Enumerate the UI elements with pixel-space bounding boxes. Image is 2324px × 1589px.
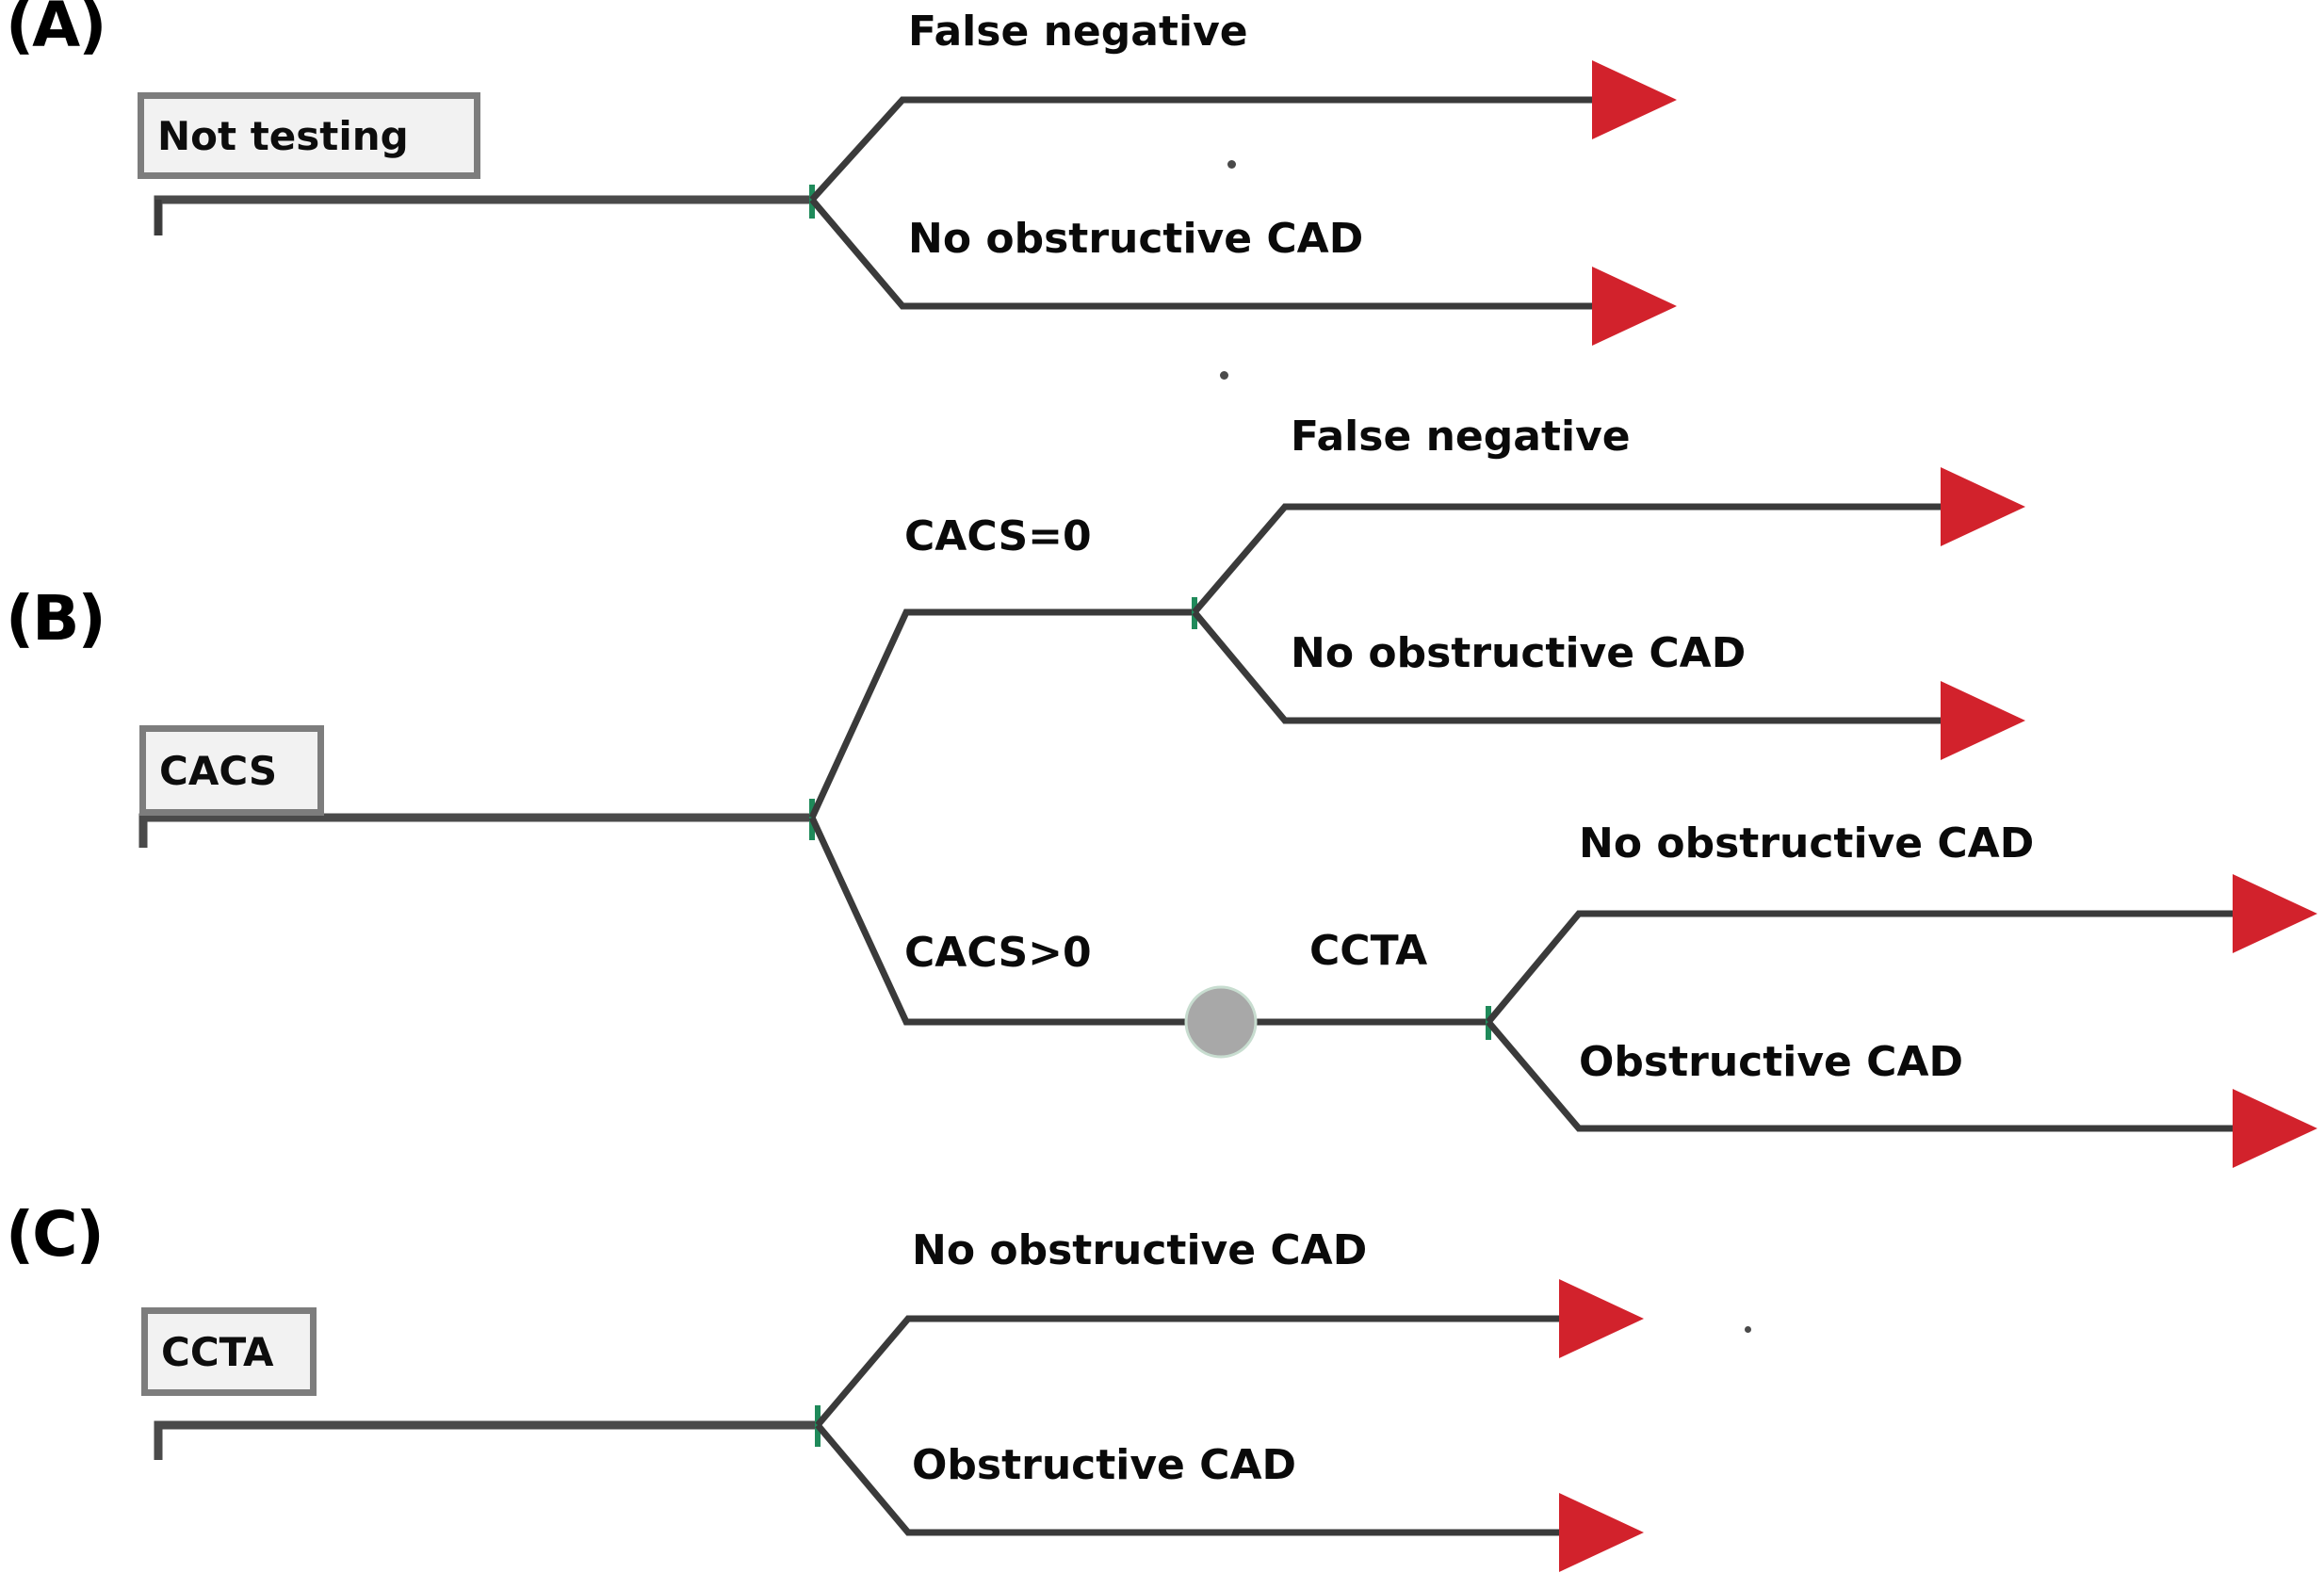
branch-label-b-no-obstructive-cad-bottom: No obstructive CAD (1579, 819, 2035, 867)
panel-a-root-edge (154, 195, 812, 235)
decision-node-ccta-label: CCTA (161, 1328, 274, 1375)
branch-label-b-obstructive-cad: Obstructive CAD (1579, 1038, 1964, 1086)
panel-b-cacs0-edge (808, 608, 1195, 819)
panel-c-branch-lower-edge (815, 1422, 1559, 1536)
branch-label-b-cacs-eq-0: CACS=0 (904, 512, 1092, 560)
panel-b-cacs0-lower-edge (1192, 609, 1941, 724)
panel-a-tree (154, 60, 1677, 346)
branch-label-b-false-negative: False negative (1291, 413, 1631, 461)
branch-label-c-obstructive-cad: Obstructive CAD (912, 1441, 1297, 1489)
panel-label-c: (C) (6, 1198, 105, 1271)
panel-b-cacs-gt0-edge (808, 816, 1488, 1026)
branch-label-c-no-obstructive-cad: No obstructive CAD (912, 1226, 1368, 1274)
decision-node-ccta[interactable]: CCTA (141, 1307, 317, 1396)
panel-b-tree (138, 467, 2317, 1168)
speck-artifact-3 (1745, 1326, 1751, 1333)
panel-b-ccta-chance-node (1184, 985, 1258, 1059)
branch-label-a-no-obstructive-cad: No obstructive CAD (908, 215, 1364, 263)
panel-a-branch-upper-edge (809, 96, 1592, 203)
panel-c-terminal-no-obstructive (1559, 1279, 1644, 1358)
panel-b-root-edge (138, 813, 812, 848)
panel-b-terminal-obstructive (2233, 1089, 2317, 1168)
branch-label-a-false-negative: False negative (908, 8, 1248, 56)
branch-label-b-ccta: CCTA (1309, 927, 1428, 975)
panel-c-branch-upper-edge (815, 1315, 1559, 1428)
branch-label-b-no-obstructive-cad-top: No obstructive CAD (1291, 629, 1747, 677)
panel-b-ccta-upper-edge (1486, 910, 2233, 1025)
panel-a-branch-lower-edge (809, 197, 1592, 310)
panel-a-terminal-lower (1592, 267, 1677, 346)
panel-label-b: (B) (6, 582, 106, 655)
branch-label-b-cacs-gt-0: CACS>0 (904, 929, 1092, 977)
decision-node-not-testing[interactable]: Not testing (138, 92, 480, 179)
panel-b-terminal-false-negative (1941, 467, 2025, 546)
decision-node-cacs[interactable]: CACS (139, 725, 324, 816)
decision-node-cacs-label: CACS (159, 747, 278, 794)
panel-b-ccta-lower-edge (1486, 1019, 2233, 1132)
decision-node-not-testing-label: Not testing (157, 112, 409, 159)
panel-b-terminal-no-obstructive-top (1941, 681, 2025, 760)
speck-artifact-1 (1227, 160, 1236, 169)
panel-c-root-edge (154, 1420, 818, 1460)
panel-label-a: (A) (6, 0, 106, 61)
speck-artifact-2 (1220, 371, 1228, 380)
panel-b-terminal-no-obstructive-bottom (2233, 874, 2317, 953)
panel-c-terminal-obstructive (1559, 1493, 1644, 1572)
panel-b-cacs0-upper-edge (1192, 503, 1941, 615)
panel-c-tree (154, 1279, 1644, 1572)
panel-a-terminal-upper (1592, 60, 1677, 139)
